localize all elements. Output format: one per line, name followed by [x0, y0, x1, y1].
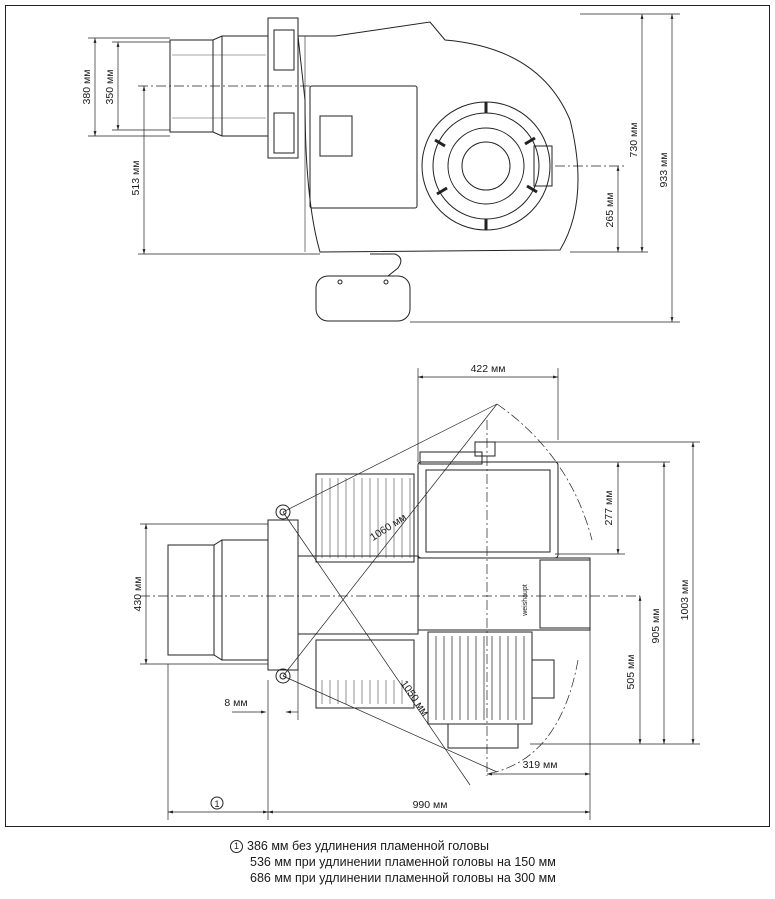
dim-430: 430 мм [132, 577, 144, 612]
footnote-line-2: 536 мм при удлинении пламенной головы на… [230, 854, 556, 870]
motor-label: weishaupt [522, 584, 529, 617]
drawing-frame [5, 5, 770, 827]
dim-277: 277 мм [603, 491, 615, 526]
footnote-text-2: 536 мм при удлинении пламенной головы на… [250, 855, 556, 869]
dim-990: 990 мм [413, 799, 448, 811]
dim-513: 513 мм [130, 161, 142, 196]
dim-319: 319 мм [523, 759, 558, 771]
marker-circle-icon [210, 796, 224, 810]
dim-marker: 1 [214, 799, 219, 809]
dim-422: 422 мм [471, 363, 506, 375]
dim-933: 933 мм [658, 153, 670, 188]
footnote: 1 386 мм без удлинения пламенной головы 5… [230, 838, 556, 886]
footnote-marker-icon: 1 [230, 840, 243, 853]
dim-505: 505 мм [625, 655, 637, 690]
footnote-line-1: 1 386 мм без удлинения пламенной головы [230, 838, 556, 854]
footnote-line-3: 686 мм при удлинении пламенной головы на… [230, 870, 556, 886]
dim-1060: 1060 мм [368, 511, 409, 543]
bottom-view-burner [167, 441, 591, 749]
dim-730: 730 мм [628, 123, 640, 158]
swing-radius-lines [140, 403, 640, 786]
top-view-burner [169, 17, 579, 322]
footnote-text-3: 686 мм при удлинении пламенной головы на… [250, 871, 556, 885]
dim-8: 8 мм [224, 697, 247, 709]
dim-265: 265 мм [604, 193, 616, 228]
bottom-view-dimensions [140, 368, 700, 820]
footnote-text-1: 386 мм без удлинения пламенной головы [247, 839, 490, 853]
dim-905: 905 мм [650, 609, 662, 644]
dim-1003: 1003 мм [679, 580, 691, 621]
dim-380: 380 мм [81, 70, 93, 105]
top-view-dimensions [88, 13, 680, 323]
dim-350: 350 мм [104, 70, 116, 105]
